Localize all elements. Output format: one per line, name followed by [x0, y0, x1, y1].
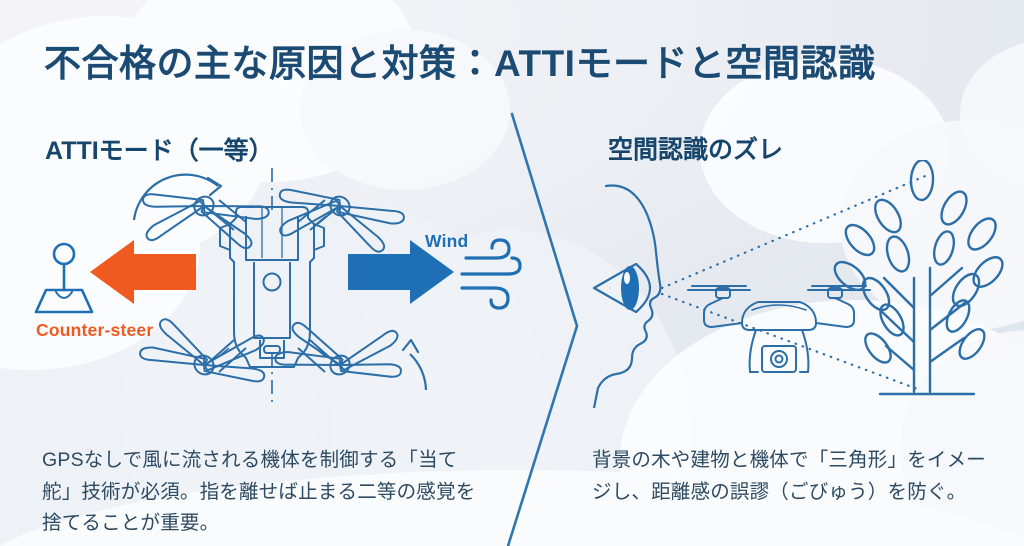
counter-steer-label: Counter-steer: [36, 320, 154, 340]
head-profile-icon: [592, 184, 662, 408]
rotation-arrow-counter-clockwise-icon: [401, 338, 428, 391]
drone-top-view-icon: [132, 175, 412, 396]
rotation-arrow-clockwise-icon: [132, 173, 223, 221]
cloud-shape: [300, 30, 510, 190]
panel-heading-spatial: 空間認識のズレ: [608, 136, 784, 164]
atti-mode-illustration: [34, 168, 522, 402]
tree-icon: [833, 160, 1004, 396]
wind-icon: [460, 238, 522, 310]
chevron-right-divider-icon: [506, 112, 579, 546]
caption-spatial: 背景の木や建物と機体で「三角形」をイメージし、距離感の誤謬（ごびゅう）を防ぐ。: [592, 449, 987, 503]
panel-heading-atti: ATTIモード（一等）: [45, 137, 274, 165]
arrow-left-orange-icon: [90, 240, 196, 304]
arrow-right-blue-icon: [348, 240, 454, 304]
wind-label: Wind: [425, 231, 469, 251]
eye-icon: [592, 262, 652, 314]
page-title: 不合格の主な原因と対策：ATTIモードと空間認識: [44, 43, 876, 84]
drone-front-view-icon: [687, 285, 871, 373]
spatial-awareness-illustration: [592, 160, 1004, 408]
joystick-icon: [34, 242, 94, 314]
caption-atti: GPSなしで風に流される機体を制御する「当て舵」技術が必須。指を離せば止まる二等…: [42, 449, 476, 535]
